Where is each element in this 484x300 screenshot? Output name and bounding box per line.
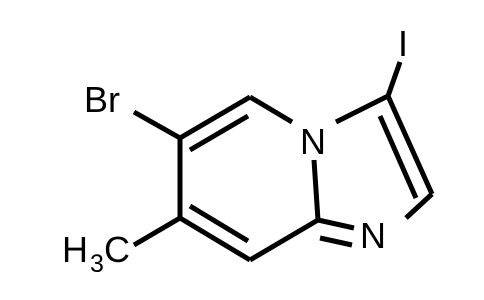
bond-c6-br: [132, 109, 182, 141]
methyl-subscript-label: 3: [90, 250, 104, 278]
bond-c2-n1: [404, 192, 434, 220]
bond-c7-me: [132, 215, 182, 248]
bond-c5-c6-inner: [188, 113, 250, 153]
bond-n4-c8a: [311, 159, 321, 221]
bond-c3-i: [385, 61, 403, 97]
bond-n4-c3: [334, 93, 390, 125]
iodine-label: I: [398, 23, 408, 64]
bond-c6-c5: [178, 94, 252, 141]
bond-n1-c8a: [317, 217, 355, 231]
bond-c3-c2-inner: [377, 114, 419, 200]
bridge-nitrogen-label: N: [300, 121, 326, 162]
bond-c8-c7-inner: [188, 203, 250, 244]
bond-c8a-c8: [248, 217, 320, 263]
bond-c5-n4: [248, 94, 294, 125]
methyl-h-label: H: [62, 229, 88, 270]
methyl-c-label: C: [104, 229, 130, 270]
bond-c3-c2: [385, 94, 435, 196]
bromine-label: Br: [84, 79, 120, 120]
bond-n1-c8a-inner: [319, 235, 353, 248]
imidazole-nitrogen-label: N: [360, 215, 386, 256]
bond-c8-c7: [178, 215, 252, 263]
